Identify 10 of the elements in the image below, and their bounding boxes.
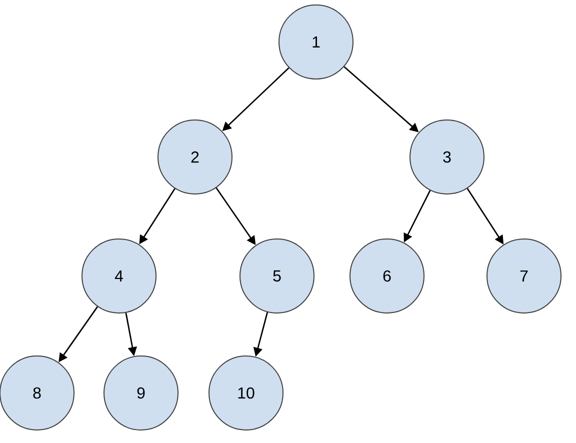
tree-node: 5 <box>240 238 314 314</box>
tree-node: 10 <box>208 355 284 430</box>
tree-node: 3 <box>410 120 484 194</box>
tree-node: 1 <box>278 4 354 80</box>
tree-node: 8 <box>0 355 74 430</box>
tree-node: 7 <box>486 238 562 314</box>
tree-node: 6 <box>350 238 424 314</box>
tree-node: 4 <box>82 238 156 314</box>
tree-node: 9 <box>104 355 178 430</box>
tree-node: 2 <box>158 120 232 194</box>
